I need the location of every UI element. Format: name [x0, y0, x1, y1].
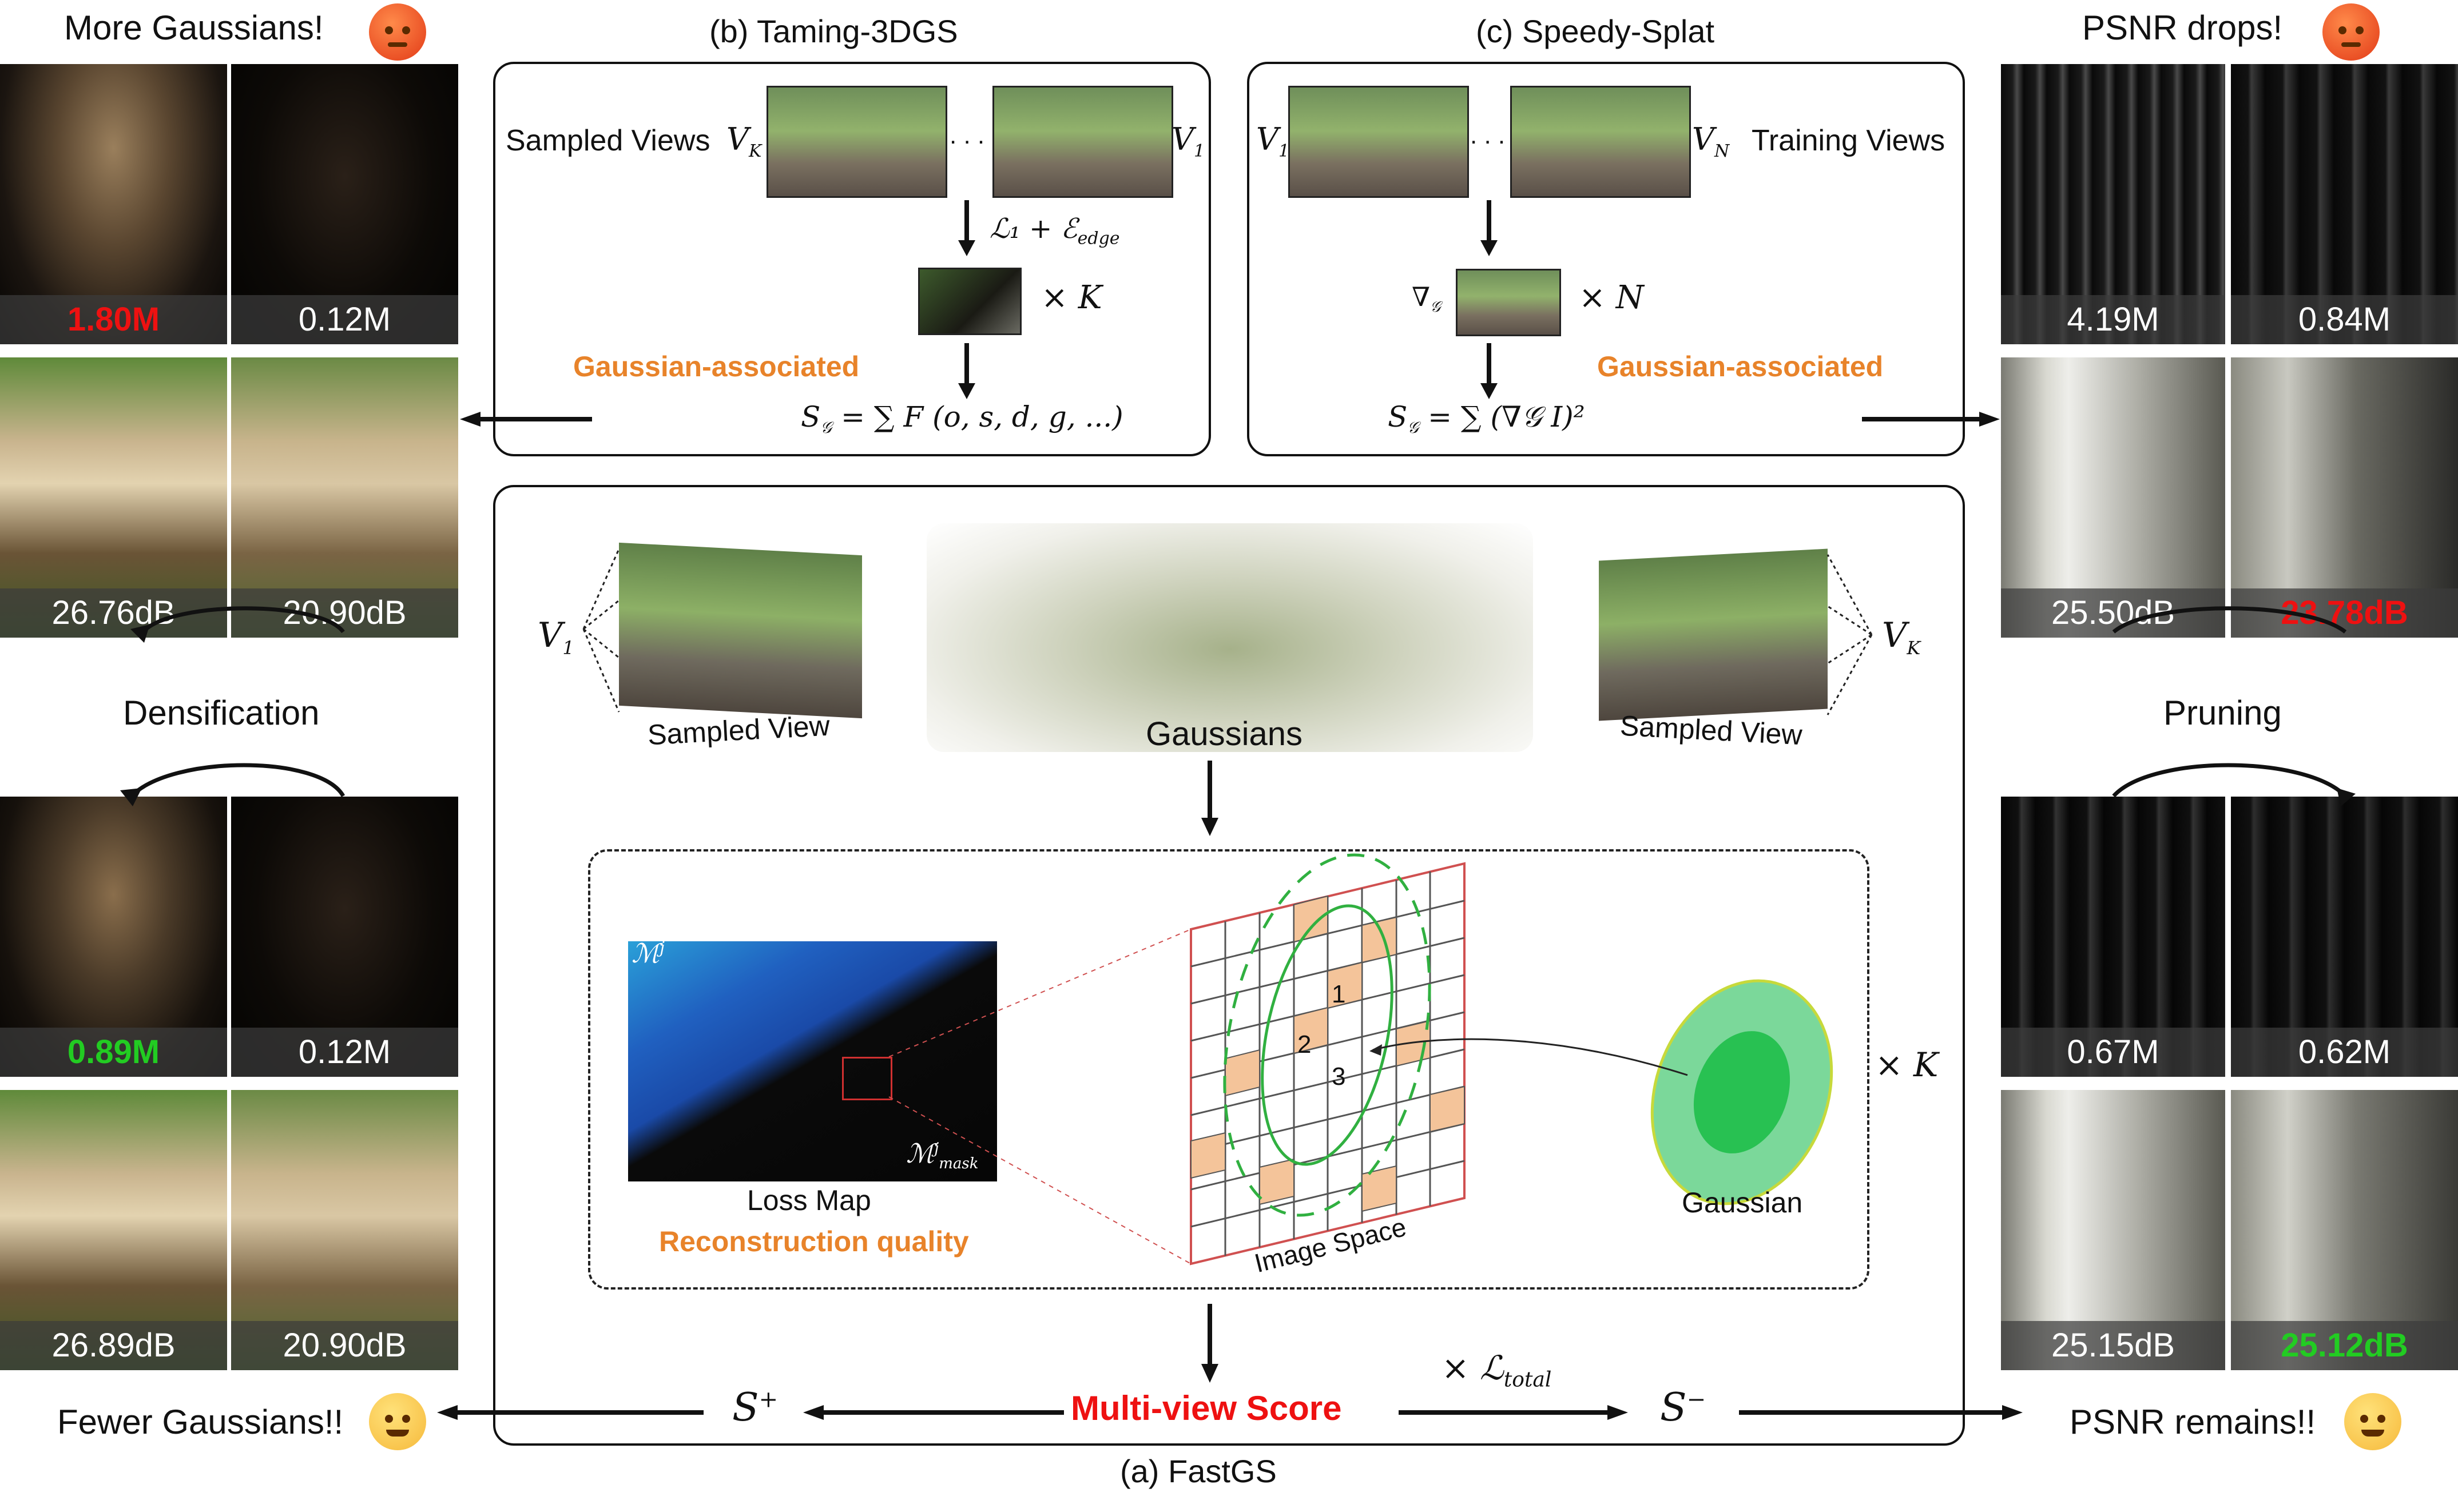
fastgs-vk-label: VK — [1882, 615, 1921, 659]
v1-label: V1 — [1172, 121, 1205, 161]
psnr-label: 26.89dB — [0, 1321, 227, 1370]
loss-map-label: Loss Map — [747, 1184, 871, 1216]
count-label: 0.84M — [2231, 295, 2458, 344]
fastgs-times-k-label: × K — [1875, 1045, 1939, 1084]
speedy-assoc-label: Gaussian-associated — [1597, 351, 1884, 383]
window-fastgs-render-image: 25.15dB — [2001, 1090, 2225, 1370]
taming-title: (b) Taming-3DGS — [709, 13, 958, 49]
window-fastgs-points-image: 0.67M — [2001, 797, 2225, 1077]
times-k-label: × K — [1041, 279, 1102, 316]
cell-label-3: 3 — [1332, 1063, 1346, 1091]
speedy-panel — [1247, 62, 1965, 456]
training-views-label: Training Views — [1752, 124, 1945, 157]
taming-score-formula: S𝒢 = ∑ F (o, s, d, g, ...) — [801, 400, 1123, 437]
window-pruned-render-image: 23.78dB — [2231, 357, 2458, 638]
multi-view-score-label: Multi-view Score — [1071, 1389, 1342, 1427]
angry-emoji-icon — [369, 3, 426, 61]
speedy-title: (c) Speedy-Splat — [1476, 13, 1715, 49]
score-computation-box — [588, 849, 1869, 1290]
window-dense-points-image: 4.19M — [2001, 64, 2225, 344]
pruning-label: Pruning — [2163, 694, 2282, 732]
densification-label: Densification — [123, 694, 320, 732]
psnr-label: 20.90dB — [231, 588, 458, 638]
right-top-heading: PSNR drops! — [2082, 9, 2283, 47]
sampled-view-k-thumbnail — [767, 86, 947, 198]
sampled-views-label: Sampled Views — [506, 124, 710, 157]
ellipsis-dots: . . . — [1470, 121, 1506, 149]
ellipsis-dots: . . . — [950, 121, 985, 149]
gradient-label: ∇𝒢 — [1412, 281, 1441, 316]
fastgs-v1-label: V1 — [538, 615, 574, 659]
vase-blurry-render-image: 20.90dB — [231, 357, 458, 638]
vase-render-image: 26.76dB — [0, 357, 227, 638]
vase-dense-render-image: 1.80M — [0, 64, 227, 344]
vn-label: VN — [1692, 121, 1730, 161]
psnr-label: 20.90dB — [231, 1321, 458, 1370]
taming-assoc-label: Gaussian-associated — [573, 351, 860, 383]
mj-mask-label: ℳjmask — [906, 1138, 979, 1173]
count-label: 0.12M — [231, 295, 458, 344]
loss-formula: ℒ₁ + ℰedge — [990, 213, 1120, 249]
speedy-score-formula: S𝒢 = ∑ (∇𝒢 I)² — [1388, 400, 1585, 437]
recon-quality-label: Reconstruction quality — [659, 1225, 969, 1258]
training-view-1-thumbnail — [1288, 86, 1469, 198]
speedy-v1-label: V1 — [1256, 121, 1290, 161]
s-plus-label: S+ — [732, 1385, 779, 1430]
count-label: 4.19M — [2001, 295, 2225, 344]
vk-label: VK — [726, 121, 762, 161]
count-label: 1.80M — [0, 295, 227, 344]
taming-panel — [493, 62, 1211, 456]
edge-map-thumbnail — [918, 268, 1022, 335]
cell-label-1: 1 — [1332, 980, 1346, 1008]
selected-patch-box — [842, 1057, 892, 1100]
fastgs-panel — [493, 485, 1965, 1446]
window-fastgs-pruned-image: 0.62M — [2231, 797, 2458, 1077]
count-label: 0.62M — [2231, 1028, 2458, 1077]
loss-map-image — [628, 941, 997, 1181]
window-pruned-points-image: 0.84M — [2231, 64, 2458, 344]
gaussians-point-cloud-image — [927, 523, 1533, 752]
hugging-emoji-icon — [2344, 1393, 2401, 1450]
sampled-view-1-thumbnail — [992, 86, 1173, 198]
hugging-emoji-icon — [369, 1393, 426, 1450]
left-bottom-heading: Fewer Gaussians!! — [57, 1403, 344, 1441]
gaussian-label: Gaussian — [1682, 1187, 1803, 1219]
right-bottom-heading: PSNR remains!! — [2070, 1403, 2316, 1441]
vase-fastgs-blurry-image: 20.90dB — [231, 1090, 458, 1370]
angry-emoji-icon — [2322, 3, 2380, 61]
count-label: 0.12M — [231, 1028, 458, 1077]
vase-fastgs-render-image: 26.89dB — [0, 1090, 227, 1370]
times-ltotal-label: × ℒtotal — [1442, 1348, 1552, 1392]
vase-sparse-points-image: 0.12M — [231, 64, 458, 344]
count-label: 0.89M — [0, 1028, 227, 1077]
mj-label: ℳj — [632, 938, 665, 969]
left-top-heading: More Gaussians! — [64, 9, 324, 47]
cell-label-2: 2 — [1297, 1030, 1312, 1059]
psnr-label: 25.50dB — [2001, 588, 2225, 638]
count-label: 0.67M — [2001, 1028, 2225, 1077]
times-n-label: × N — [1579, 279, 1644, 316]
vase-fastgs-points-image: 0.89M — [0, 797, 227, 1077]
psnr-label: 25.12dB — [2231, 1321, 2458, 1370]
gradient-thumbnail — [1456, 269, 1561, 336]
window-fastgs-pruned-render-image: 25.12dB — [2231, 1090, 2458, 1370]
psnr-label: 25.15dB — [2001, 1321, 2225, 1370]
gaussians-label: Gaussians — [1146, 715, 1303, 753]
fastgs-caption: (a) FastGS — [1120, 1453, 1277, 1489]
s-minus-label: S− — [1660, 1385, 1706, 1430]
vase-fastgs-sparse-image: 0.12M — [231, 797, 458, 1077]
window-render-image: 25.50dB — [2001, 357, 2225, 638]
training-view-n-thumbnail — [1510, 86, 1691, 198]
